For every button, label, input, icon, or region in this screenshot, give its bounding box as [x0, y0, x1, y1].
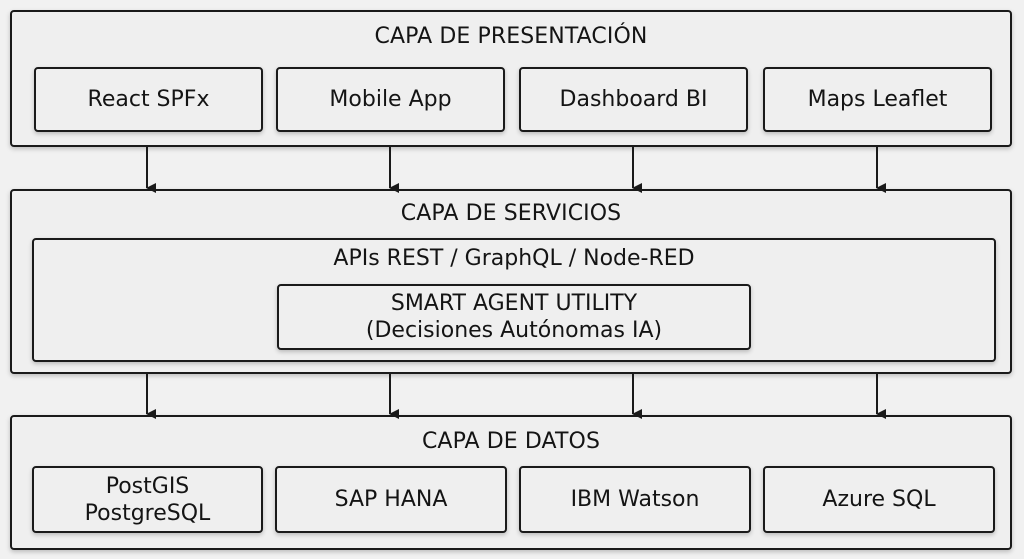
component-maps-leaflet: Maps Leaflet: [763, 67, 992, 132]
database-label: SAP HANA: [334, 487, 448, 512]
component-dashboard-bi: Dashboard BI: [519, 67, 748, 132]
arrows-services-to-data: [146, 374, 886, 419]
smart-agent-box: SMART AGENT UTILITY (Decisiones Autónoma…: [277, 284, 751, 350]
database-sap-hana: SAP HANA: [275, 466, 507, 533]
component-label: Maps Leaflet: [807, 87, 948, 112]
smart-agent-subtitle: (Decisiones Autónomas IA): [365, 318, 663, 343]
component-react-spfx: React SPFx: [34, 67, 263, 132]
database-label: Azure SQL: [822, 487, 936, 512]
database-label: IBM Watson: [570, 487, 700, 512]
api-gateway-title: APIs REST / GraphQL / Node-RED: [333, 246, 695, 271]
database-postgis: PostGIS PostgreSQL: [32, 466, 263, 533]
component-label: Dashboard BI: [559, 87, 708, 112]
component-label: Mobile App: [329, 87, 452, 112]
database-label: PostGIS: [105, 473, 190, 499]
services-layer-title: CAPA DE SERVICIOS: [400, 201, 622, 226]
smart-agent-title: SMART AGENT UTILITY: [390, 291, 638, 316]
component-label: React SPFx: [87, 87, 210, 112]
presentation-layer: CAPA DE PRESENTACIÓN React SPFx Mobile A…: [10, 10, 1012, 147]
data-layer-title: CAPA DE DATOS: [421, 429, 601, 454]
presentation-layer-title: CAPA DE PRESENTACIÓN: [374, 24, 648, 49]
database-ibm-watson: IBM Watson: [519, 466, 751, 533]
data-layer: CAPA DE DATOS PostGIS PostgreSQL SAP HAN…: [10, 415, 1012, 550]
arrows-presentation-to-services: [146, 147, 886, 193]
database-sublabel: PostgreSQL: [84, 500, 211, 526]
api-gateway-box: APIs REST / GraphQL / Node-RED SMART AGE…: [32, 238, 996, 362]
component-mobile-app: Mobile App: [276, 67, 505, 132]
services-layer: CAPA DE SERVICIOS APIs REST / GraphQL / …: [10, 189, 1012, 374]
database-azure-sql: Azure SQL: [763, 466, 995, 533]
